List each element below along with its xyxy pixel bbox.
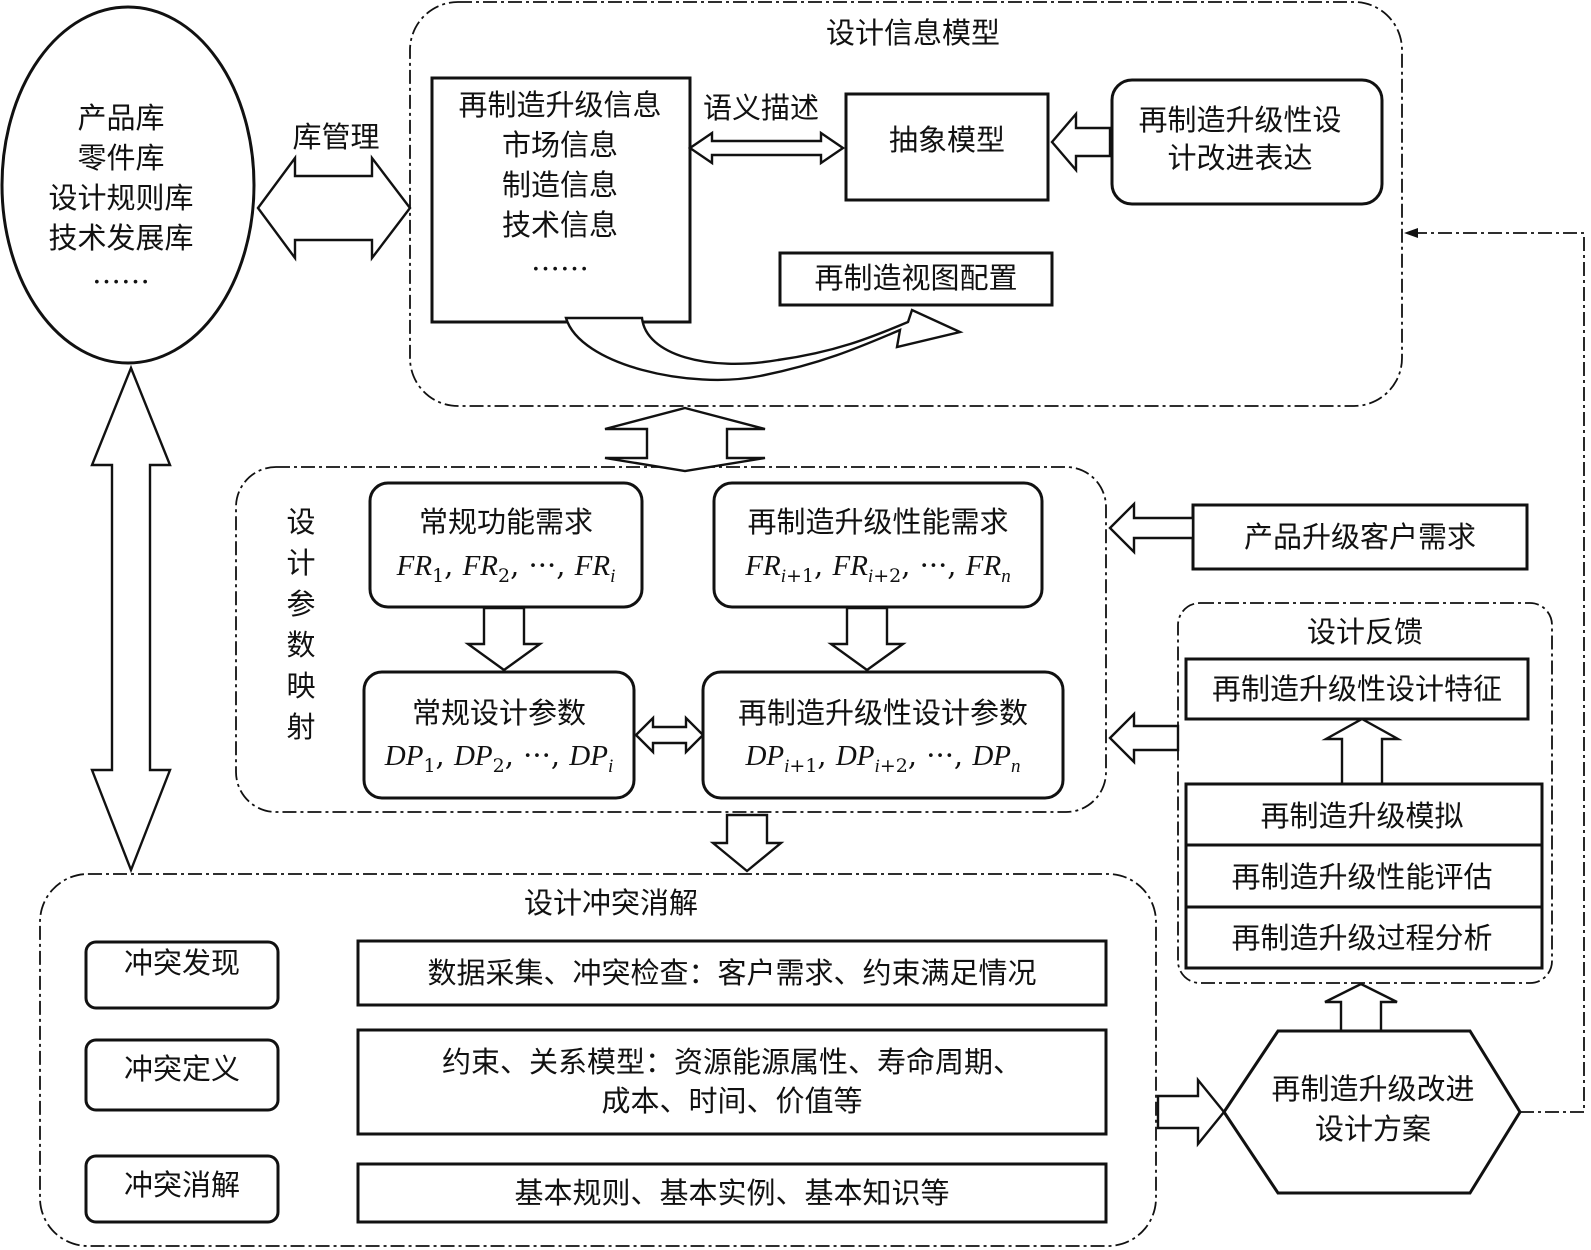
feedback-container xyxy=(1177,602,1553,984)
feedback-loop-line xyxy=(1416,232,1585,1113)
library-ellipse: 产品库 零件库 设计规则库 技术发展库 …… xyxy=(0,5,256,365)
regular-dp-box xyxy=(362,670,636,800)
feedback-loop-arrowhead xyxy=(1404,228,1418,238)
info-item: 制造信息 xyxy=(502,168,618,202)
conflict-container xyxy=(39,873,1157,1247)
info-model-title: 设计信息模型 xyxy=(826,16,1000,50)
mapping-title-char: 映 xyxy=(286,669,315,703)
customer-needs-label: 产品升级客户需求 xyxy=(1244,520,1476,554)
feedback-mapping-arrow xyxy=(1108,711,1180,765)
feedback-step: 再制造升级性能评估 xyxy=(1231,860,1492,894)
conflict-content-box xyxy=(356,1028,1108,1136)
upgrade-fr-box xyxy=(712,481,1044,609)
info-item: …… xyxy=(531,243,589,277)
conflict-content: 约束、关系模型：资源能源属性、寿命周期、 xyxy=(442,1045,1022,1079)
library-item: 技术发展库 xyxy=(48,221,193,255)
customer-needs-arrow xyxy=(1108,501,1195,555)
solution-line: 设计方案 xyxy=(1315,1112,1431,1146)
feedback-step: 再制造升级模拟 xyxy=(1260,799,1463,833)
info-model-container xyxy=(409,1,1403,407)
conflict-title: 设计冲突消解 xyxy=(524,886,698,920)
upgrade-fr-dp-arrow xyxy=(827,606,907,672)
feedback-step: 再制造升级过程分析 xyxy=(1231,921,1492,955)
expression-line: 再制造升级性设 xyxy=(1138,103,1341,137)
library-manage-arrow xyxy=(256,154,412,262)
abstract-model-label: 抽象模型 xyxy=(889,123,1005,157)
semantic-label: 语义描述 xyxy=(703,91,819,125)
regular-fr-title: 常规功能需求 xyxy=(419,505,593,539)
conflict-solution-arrow xyxy=(1156,1076,1226,1148)
conflict-label: 冲突定义 xyxy=(124,1052,240,1086)
solution-line: 再制造升级改进 xyxy=(1271,1072,1474,1106)
conflict-content: 成本、时间、价值等 xyxy=(601,1084,862,1118)
conflict-content-box xyxy=(356,1162,1108,1224)
feedback-title: 设计反馈 xyxy=(1307,615,1423,649)
library-item: …… xyxy=(92,256,150,290)
conflict-label-box xyxy=(84,1154,280,1224)
conflict-label-box xyxy=(84,940,280,1010)
view-config-label: 再制造视图配置 xyxy=(814,261,1017,295)
conflict-content: 基本规则、基本实例、基本知识等 xyxy=(514,1176,949,1210)
expression-arrow xyxy=(1050,110,1112,174)
upgrade-dp-formula: DPi+1, DPi+2, ···, DPn xyxy=(744,738,1020,777)
info-item: 市场信息 xyxy=(502,128,618,162)
conflict-content-box xyxy=(356,939,1108,1007)
view-config-curved-arrow xyxy=(564,308,964,382)
semantic-arrow xyxy=(687,130,846,166)
conflict-label: 冲突消解 xyxy=(124,1168,240,1202)
info-item: 技术信息 xyxy=(502,208,618,242)
feedback-feature-label: 再制造升级性设计特征 xyxy=(1212,672,1502,706)
abstract-model-box xyxy=(844,92,1050,202)
upgrade-fr-formula: FRi+1, FRi+2, ···, FRn xyxy=(744,548,1010,587)
conflict-label: 冲突发现 xyxy=(124,946,240,980)
info-item: 再制造升级信息 xyxy=(458,88,661,122)
mapping-title-char: 数 xyxy=(286,628,315,662)
regular-fr-dp-arrow xyxy=(464,606,544,672)
mapping-title-char: 计 xyxy=(286,546,315,580)
library-item: 零件库 xyxy=(77,141,164,175)
regular-fr-formula: FR1, FR2, ···, FRi xyxy=(396,548,616,587)
mapping-title-char: 设 xyxy=(286,505,315,539)
conflict-label-box xyxy=(84,1038,280,1112)
expression-line: 计改进表达 xyxy=(1167,141,1312,175)
customer-needs-box xyxy=(1191,503,1529,571)
solution-feedback-arrow xyxy=(1324,982,1398,1035)
library-item: 产品库 xyxy=(77,101,164,135)
regular-fr-box xyxy=(368,481,644,609)
library-conflict-arrow xyxy=(90,364,172,874)
conflict-content: 数据采集、冲突检查：客户需求、约束满足情况 xyxy=(427,956,1036,990)
mapping-title-char: 参 xyxy=(286,587,315,621)
mapping-conflict-arrow xyxy=(709,813,785,873)
upgrade-dp-title: 再制造升级性设计参数 xyxy=(738,696,1028,730)
upgrade-dp-box xyxy=(701,670,1065,800)
feedback-up-arrow xyxy=(1321,717,1403,786)
regular-dp-formula: DP1, DP2, ···, DPi xyxy=(384,738,613,777)
upgrade-fr-title: 再制造升级性能需求 xyxy=(747,505,1008,539)
mapping-title-char: 射 xyxy=(286,710,315,744)
view-config-box xyxy=(778,251,1054,307)
info-list-box xyxy=(430,76,692,324)
dp-link-arrow xyxy=(634,715,705,755)
library-item: 设计规则库 xyxy=(48,181,193,215)
feedback-feature-box xyxy=(1184,657,1530,721)
feedback-steps-box xyxy=(1184,782,1544,970)
library-manage-label: 库管理 xyxy=(292,120,379,154)
regular-dp-title: 常规设计参数 xyxy=(412,696,586,730)
expression-box xyxy=(1110,78,1384,206)
info-mapping-arrow xyxy=(604,406,766,473)
